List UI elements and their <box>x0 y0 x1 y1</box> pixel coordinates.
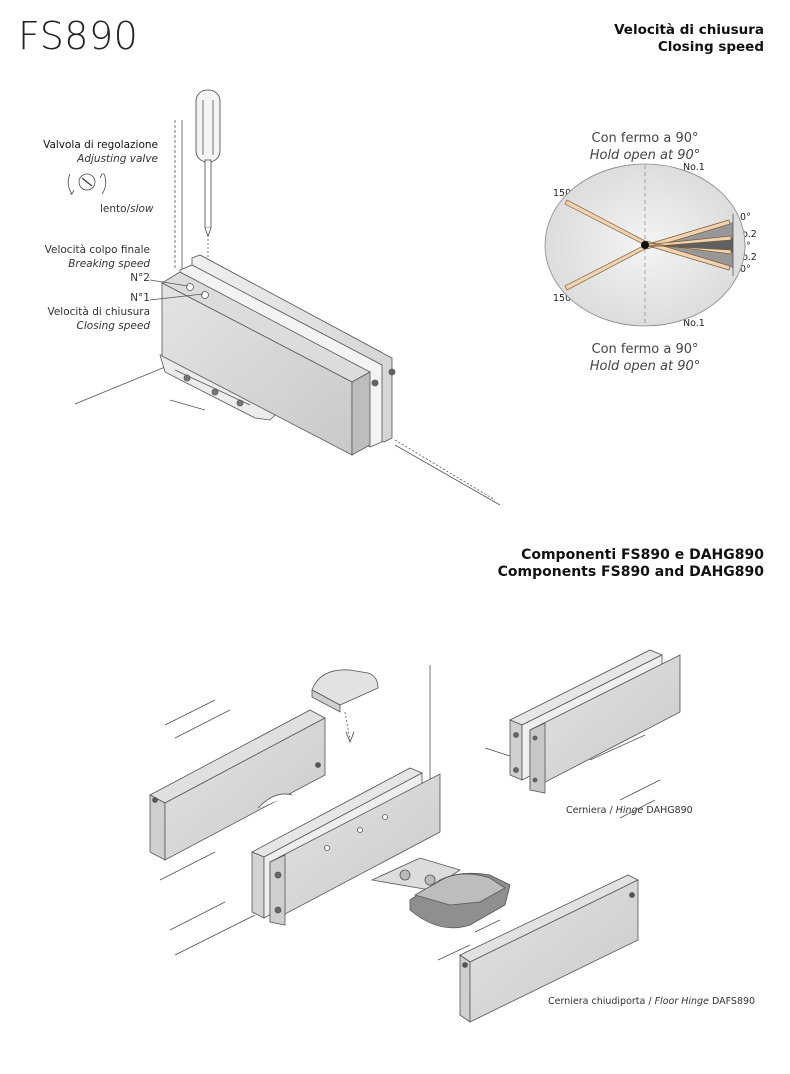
hold-open-bottom-it: Con fermo a 90° <box>591 342 699 357</box>
hinge-caption-en: Hinge <box>615 805 644 816</box>
hold-open-top: Con fermo a 90° Hold open at 90° <box>560 130 730 164</box>
hold-open-bottom: Con fermo a 90° Hold open at 90° <box>560 341 730 375</box>
closing-speed-disc <box>544 163 746 327</box>
closing-speed-it: Velocità di chiusura <box>47 306 150 318</box>
adjusting-valve-label: Valvola di regolazione Adjusting valve <box>20 138 158 166</box>
closing-speed-header: Velocità di chiusura Closing speed <box>614 22 764 56</box>
angle-150-top: 150° <box>553 188 576 199</box>
hinge-caption-it: Cerniera / <box>566 805 613 816</box>
breaking-speed-it: Velocità colpo finale <box>44 244 150 256</box>
product-title: FS890 <box>18 14 139 58</box>
closing-speed-header-en: Closing speed <box>657 39 764 55</box>
no1-bottom-label: No.1 <box>683 318 705 329</box>
floor-hinge-caption: Cerniera chiudiporta / Floor Hinge DAFS8… <box>548 996 755 1007</box>
angle-0: 0° <box>740 241 751 252</box>
angle-150-bottom: 150° <box>553 293 576 304</box>
no2-top-label: No.2 <box>735 229 757 240</box>
closing-speed-header-it: Velocità di chiusura <box>614 22 764 38</box>
slow-en: slow <box>130 203 154 215</box>
floor-hinge-caption-code: DAFS890 <box>711 996 756 1007</box>
hold-open-top-en: Hold open at 90° <box>589 148 701 163</box>
angle-10-top: 10° <box>734 212 751 223</box>
closing-speed-no: N°1 <box>130 292 150 304</box>
angle-10-bottom: 10° <box>734 264 751 275</box>
breaking-speed-no: N°2 <box>130 272 150 284</box>
no1-top-label: No.1 <box>683 162 705 173</box>
hold-open-bottom-en: Hold open at 90° <box>589 359 701 374</box>
closing-speed-en: Closing speed <box>76 320 150 332</box>
components-header-en: Components FS890 and DAHG890 <box>497 564 764 580</box>
hinge-caption-code: DAHG890 <box>646 805 693 816</box>
components-drawing <box>149 649 681 1023</box>
no2-bottom-label: No.2 <box>735 252 757 263</box>
components-header-it: Componenti FS890 e DAHG890 <box>521 547 764 563</box>
components-header: Componenti FS890 e DAHG890 Components FS… <box>498 547 764 581</box>
floor-hinge-caption-it: Cerniera chiudiporta / <box>548 996 652 1007</box>
closing-speed-label: N°1 Velocità di chiusura Closing speed <box>20 291 150 333</box>
slow-it: lento/ <box>100 203 131 215</box>
hold-open-top-it: Con fermo a 90° <box>591 131 699 146</box>
breaking-speed-en: Breaking speed <box>68 258 150 270</box>
slow-label: lento/slow <box>100 202 154 216</box>
adjusting-valve-en: Adjusting valve <box>77 153 158 165</box>
floor-spring-drawing <box>67 89 501 506</box>
floor-hinge-caption-en: Floor Hinge <box>654 996 709 1007</box>
breaking-speed-label: Velocità colpo finale Breaking speed N°2 <box>20 243 150 285</box>
hinge-caption: Cerniera / Hinge DAHG890 <box>566 805 693 816</box>
adjusting-valve-it: Valvola di regolazione <box>43 139 158 151</box>
